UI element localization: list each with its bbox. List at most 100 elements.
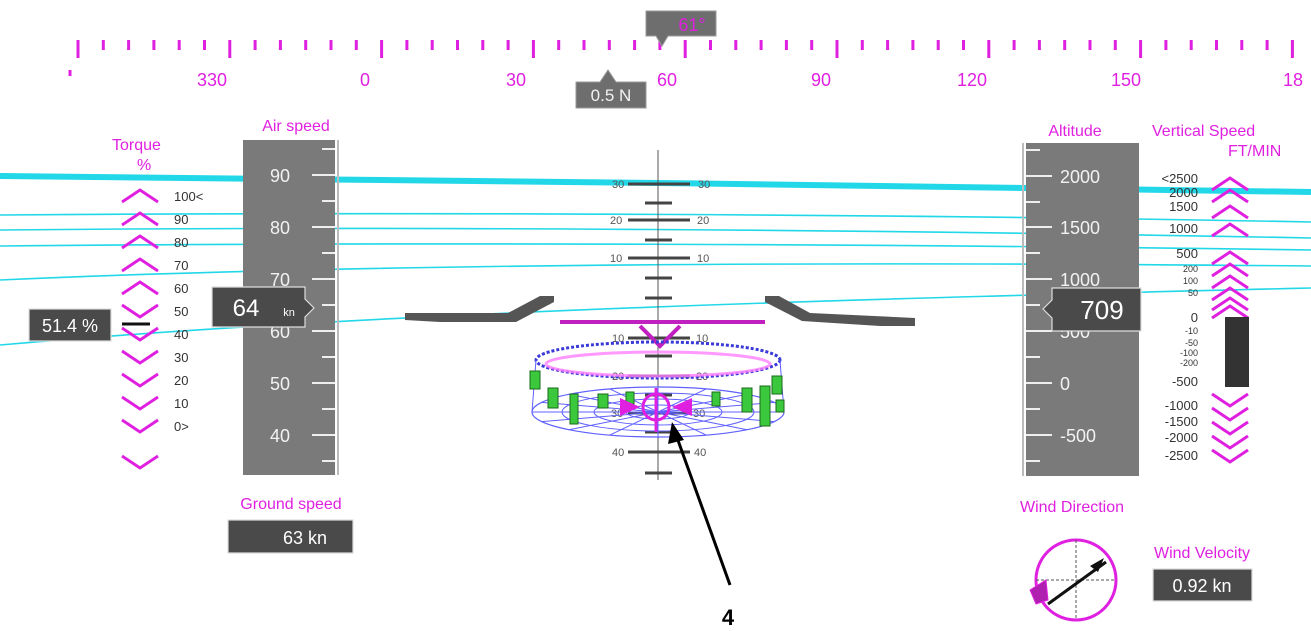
ground-speed-box — [227, 519, 354, 554]
airspeed-readout-unit: kn — [283, 307, 295, 319]
altitude-title: Altitude — [1048, 123, 1101, 140]
vertical-speed-scale-label: -10 — [1185, 326, 1198, 336]
vertical-speed-chevron-icon — [1211, 176, 1249, 192]
vertical-speed-scale-label: -1000 — [1165, 398, 1198, 413]
heading-label-180: 18 — [1283, 70, 1303, 90]
vertical-speed-chevron-icon — [1211, 420, 1249, 436]
torque-chevron-icon — [121, 418, 159, 434]
heading-readout: 61° — [645, 10, 717, 47]
heading-label-150: 150 — [1111, 70, 1141, 90]
airspeed-scale-label: 80 — [270, 218, 290, 238]
vertical-speed-chevron-icon — [1211, 222, 1249, 238]
bearing-readout-text: 0.5 N — [591, 86, 632, 105]
pitch-label-30-right: 30 — [698, 179, 710, 191]
torque-scale-label: 10 — [174, 396, 188, 411]
wind-velocity-title: Wind Velocity — [1154, 545, 1250, 562]
airspeed-scale-label: 40 — [270, 426, 290, 446]
torque-scale-label: 20 — [174, 373, 188, 388]
pitch-label-10-right: 10 — [697, 253, 709, 265]
vertical-speed-scale-label: 200 — [1183, 264, 1198, 274]
vertical-speed-scale-label: <2500 — [1161, 171, 1198, 186]
ground-speed: Ground speed 63 kn — [227, 496, 354, 554]
dome-spoke — [657, 401, 775, 413]
torque-scale-label: 70 — [174, 258, 188, 273]
vertical-speed-chevron-icon — [1211, 392, 1249, 408]
torque-chevron-icon — [121, 234, 159, 250]
airspeed-readout-box — [211, 286, 315, 328]
vertical-speed-scale-label: -2500 — [1165, 448, 1198, 463]
vertical-speed-chevron-icon — [1211, 406, 1249, 422]
pitch-label-10-left: 10 — [610, 253, 622, 265]
heading-label-30: 30 — [506, 70, 526, 90]
torque-chevron-icon — [121, 326, 159, 342]
torque-chevron-icon — [121, 303, 159, 319]
vertical-speed-chevron-icon — [1211, 188, 1249, 204]
vertical-speed-scale-label: -2000 — [1165, 430, 1198, 445]
vertical-speed-scale-label: -500 — [1172, 374, 1198, 389]
vertical-speed-chevron-icon — [1211, 286, 1249, 302]
torque-unit: % — [137, 157, 151, 174]
obstacle-markers-icon — [529, 370, 785, 427]
vertical-speed-scale-label: 0 — [1191, 310, 1198, 325]
dome-spoke — [657, 411, 748, 431]
wind-velocity-readout: 0.92 kn — [1172, 576, 1231, 596]
altitude-scale-label: 1000 — [1060, 270, 1100, 290]
altitude-scale-label: 0 — [1060, 374, 1070, 394]
vertical-speed-scale-label: -50 — [1185, 338, 1198, 348]
pitch-label-neg40-left: 40 — [612, 447, 624, 459]
bearing-readout: 0.5 N — [575, 69, 647, 109]
ground-speed-title: Ground speed — [240, 496, 341, 513]
vertical-speed-scale-label: -1500 — [1165, 414, 1198, 429]
vertical-speed-scale-label: 1500 — [1169, 199, 1198, 214]
torque-chevron-icon — [121, 372, 159, 388]
torque-scale-label: 0> — [174, 419, 189, 434]
dome-spoke — [568, 411, 659, 431]
heading-label-90: 90 — [811, 70, 831, 90]
vertical-speed-scale-label: 1000 — [1169, 221, 1198, 236]
torque-scale-label: 100< — [174, 189, 203, 204]
hover-target-icon — [620, 388, 692, 432]
altitude-scale-label: -500 — [1060, 426, 1096, 446]
heading-label-330: 330 — [197, 70, 227, 90]
vertical-speed-scale-label: 100 — [1183, 276, 1198, 286]
altitude-readout-box — [1042, 287, 1142, 332]
torque-scale-label: 30 — [174, 350, 188, 365]
wind-direction-title: Wind Direction — [1020, 499, 1124, 516]
wind-compass-icon — [1029, 538, 1118, 622]
heading-label-60: 60 — [657, 70, 677, 90]
dome-spoke — [657, 388, 707, 413]
vertical-speed-scale-label: 2000 — [1169, 185, 1198, 200]
heading-label-120: 120 — [957, 70, 987, 90]
vertical-speed-chevron-icon — [1211, 448, 1249, 464]
torque-chevron-icon — [121, 349, 159, 365]
torque-chevron-icon — [121, 257, 159, 273]
altitude-scale-label: 2000 — [1060, 167, 1100, 187]
pitch-label-30-left: 30 — [612, 179, 624, 191]
aircraft-wings-icon — [405, 296, 915, 326]
vertical-speed-unit: FT/MIN — [1228, 143, 1281, 160]
pitch-label-neg10-right: 10 — [696, 333, 708, 345]
airspeed-readout-value: 64 — [233, 295, 260, 322]
airspeed-scale-label: 50 — [270, 374, 290, 394]
vertical-speed-chevron-icon — [1211, 262, 1249, 278]
airspeed-scale-label: 70 — [270, 270, 290, 290]
wind-indicator: Wind Direction Wind Velocity 0.92 kn — [1020, 499, 1253, 622]
vertical-speed-scale-label: 500 — [1176, 246, 1198, 261]
torque-chevron-icon — [121, 280, 159, 296]
dome-spoke — [657, 393, 748, 413]
torque-chevron-icon — [121, 211, 159, 227]
torque-scale-label: 90 — [174, 212, 188, 227]
vertical-speed-scale-label: -200 — [1180, 358, 1198, 368]
torque-chevron-icon — [121, 395, 159, 411]
torque-scale-label: 50 — [174, 304, 188, 319]
torque-chevron-icon — [121, 454, 159, 470]
pitch-label-20-left: 20 — [610, 215, 622, 227]
dome-spoke — [609, 411, 659, 436]
heading-tape: 330 0 30 60 90 120 150 18 61° 0.5 N — [68, 10, 1303, 109]
torque-title: Torque — [112, 137, 161, 154]
altitude-scale-label: 1500 — [1060, 218, 1100, 238]
vertical-speed-chevron-icon — [1211, 274, 1249, 290]
